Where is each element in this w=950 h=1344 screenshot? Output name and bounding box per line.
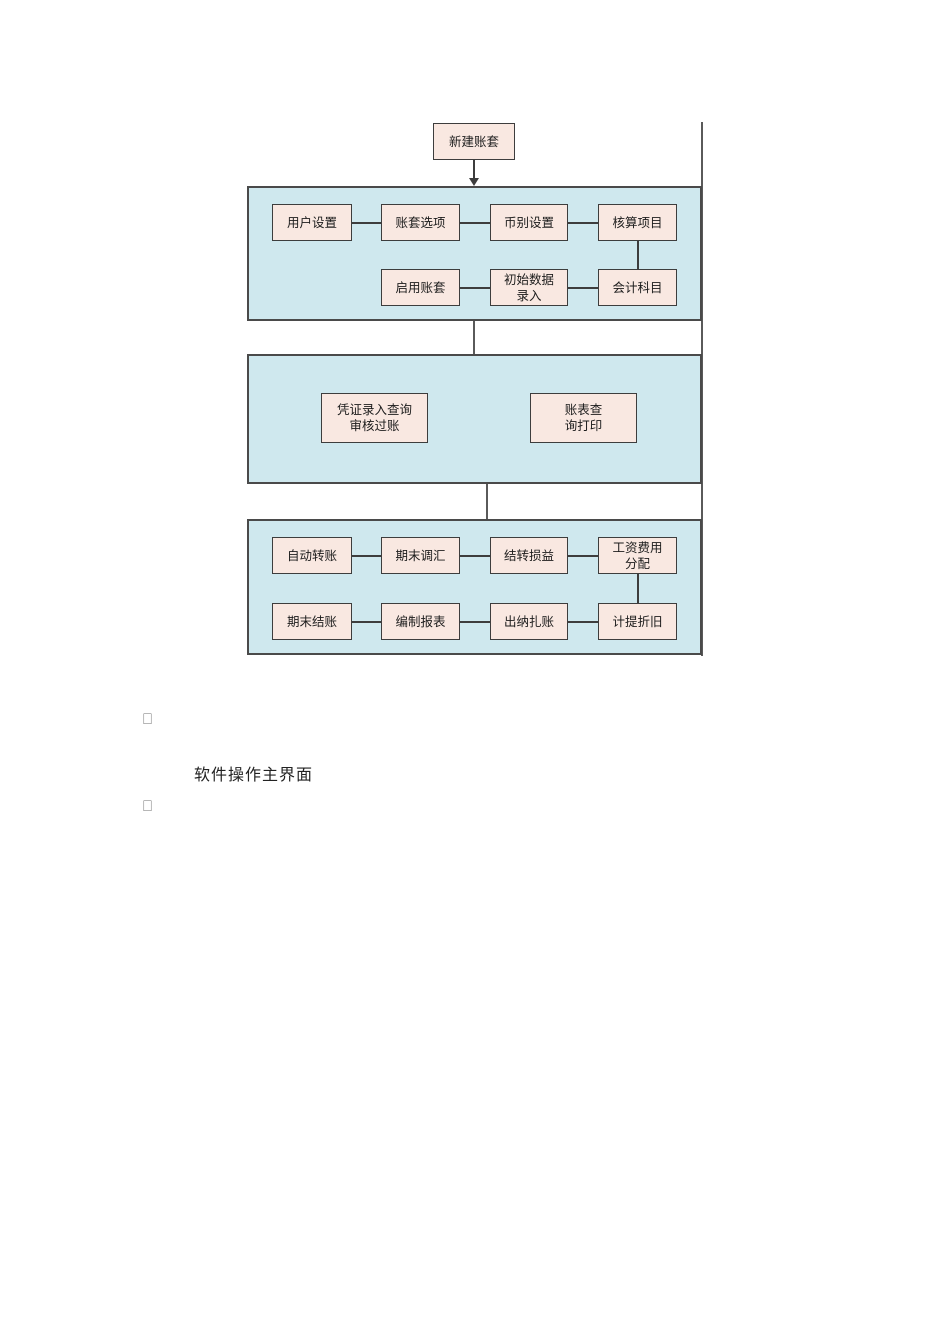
connector-cashier-to-depreciation: [568, 621, 598, 623]
arrow-stem-to-setup-panel: [473, 160, 475, 180]
flowchart-diagram: 新建账套 用户设置 账套选项 币别设置 核算项目 启用账套 初始数据 录入 会计…: [247, 122, 703, 656]
spine-daily-to-period-end: [486, 484, 488, 519]
node-user-settings[interactable]: 用户设置: [272, 204, 352, 241]
node-currency-settings[interactable]: 币别设置: [490, 204, 568, 241]
page-caption: 软件操作主界面: [194, 765, 314, 784]
placeholder-glyph-bottom: ⎕: [143, 797, 153, 815]
connector-closing-to-reports: [352, 621, 381, 623]
node-ledger-query-print[interactable]: 账表查 询打印: [530, 393, 637, 443]
node-carry-forward-profit-loss[interactable]: 结转损益: [490, 537, 568, 574]
connector-item-to-subject: [637, 241, 639, 269]
node-period-end-closing[interactable]: 期末结账: [272, 603, 352, 640]
connector-autotransfer-to-fx: [352, 555, 381, 557]
connector-fx-to-pl: [460, 555, 490, 557]
node-accounting-items[interactable]: 核算项目: [598, 204, 677, 241]
connector-enable-to-initial: [460, 287, 490, 289]
right-spine-line: [701, 122, 703, 656]
node-cashier-reconciliation[interactable]: 出纳扎账: [490, 603, 568, 640]
node-accrue-depreciation[interactable]: 计提折旧: [598, 603, 677, 640]
connector-reports-to-cashier: [460, 621, 490, 623]
node-payroll-cost-allocation[interactable]: 工资费用 分配: [598, 537, 677, 574]
connector-user-to-option: [352, 222, 381, 224]
connector-currency-to-item: [568, 222, 598, 224]
connector-option-to-currency: [460, 222, 490, 224]
node-accounting-subjects[interactable]: 会计科目: [598, 269, 677, 306]
placeholder-glyph-top: ⎕: [143, 710, 153, 728]
node-enable-account-set[interactable]: 启用账套: [381, 269, 460, 306]
node-period-end-fx-adjust[interactable]: 期末调汇: [381, 537, 460, 574]
node-voucher-entry-audit[interactable]: 凭证录入查询 审核过账: [321, 393, 428, 443]
connector-pl-to-payroll: [568, 555, 598, 557]
connector-initial-to-subject: [568, 287, 598, 289]
arrow-head-to-setup-panel: [469, 178, 479, 186]
spine-setup-to-daily: [473, 321, 475, 354]
node-initial-data-entry[interactable]: 初始数据 录入: [490, 269, 568, 306]
node-auto-transfer[interactable]: 自动转账: [272, 537, 352, 574]
node-account-set-options[interactable]: 账套选项: [381, 204, 460, 241]
node-prepare-reports[interactable]: 编制报表: [381, 603, 460, 640]
node-new-account-set[interactable]: 新建账套: [433, 123, 515, 160]
connector-payroll-to-depreciation: [637, 574, 639, 603]
